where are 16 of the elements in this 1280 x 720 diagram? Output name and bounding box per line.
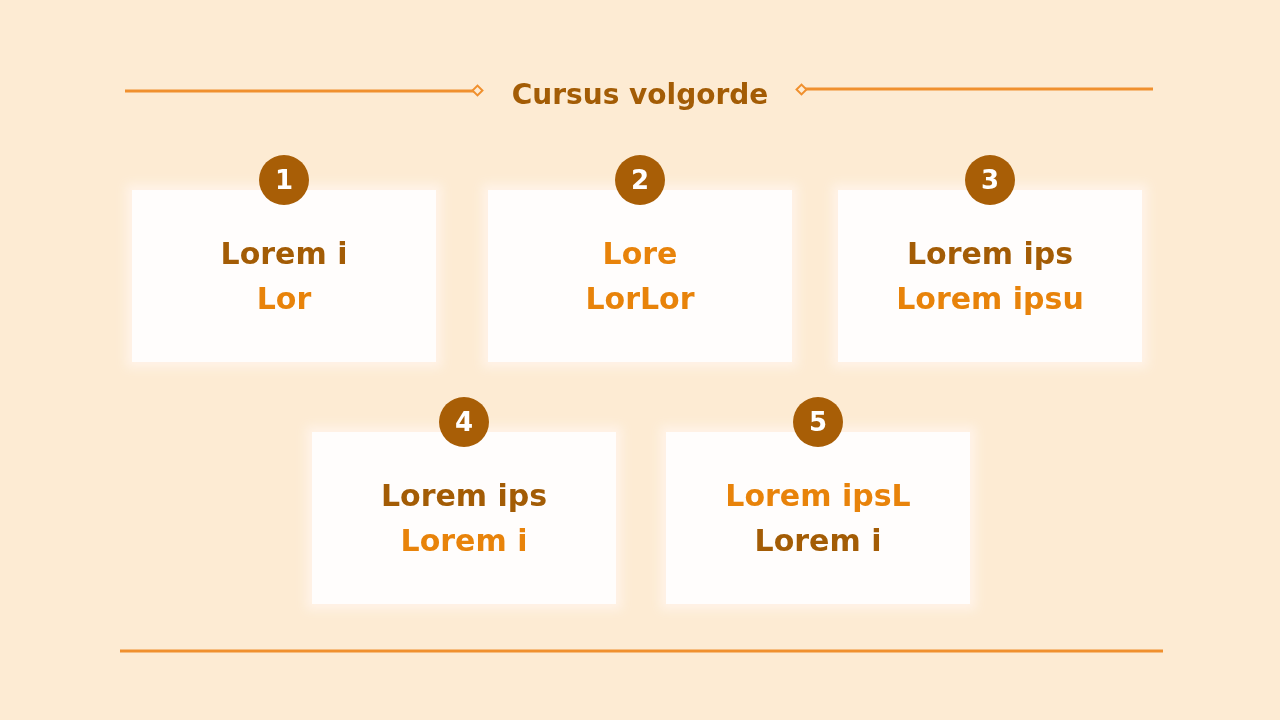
step-text: LorLor — [585, 280, 695, 318]
step-number-badge: 4 — [439, 397, 489, 447]
step-text: Lor — [256, 280, 312, 318]
step-number-badge: 5 — [793, 397, 843, 447]
title: Cursus volgorde — [510, 78, 770, 111]
step-text: Lore — [602, 235, 678, 273]
step-text: Lorem ipsu — [896, 280, 1084, 318]
step-text: Lorem i — [220, 235, 348, 273]
step-text: Lorem ips — [906, 235, 1074, 273]
step-number-badge: 3 — [965, 155, 1015, 205]
step-text: Lorem ips — [380, 477, 548, 515]
step-text: Lorem i — [754, 522, 882, 560]
step-text: Lorem ipsL — [725, 477, 911, 515]
step-text: Lorem i — [400, 522, 528, 560]
step-number-badge: 1 — [259, 155, 309, 205]
step-number-badge: 2 — [615, 155, 665, 205]
